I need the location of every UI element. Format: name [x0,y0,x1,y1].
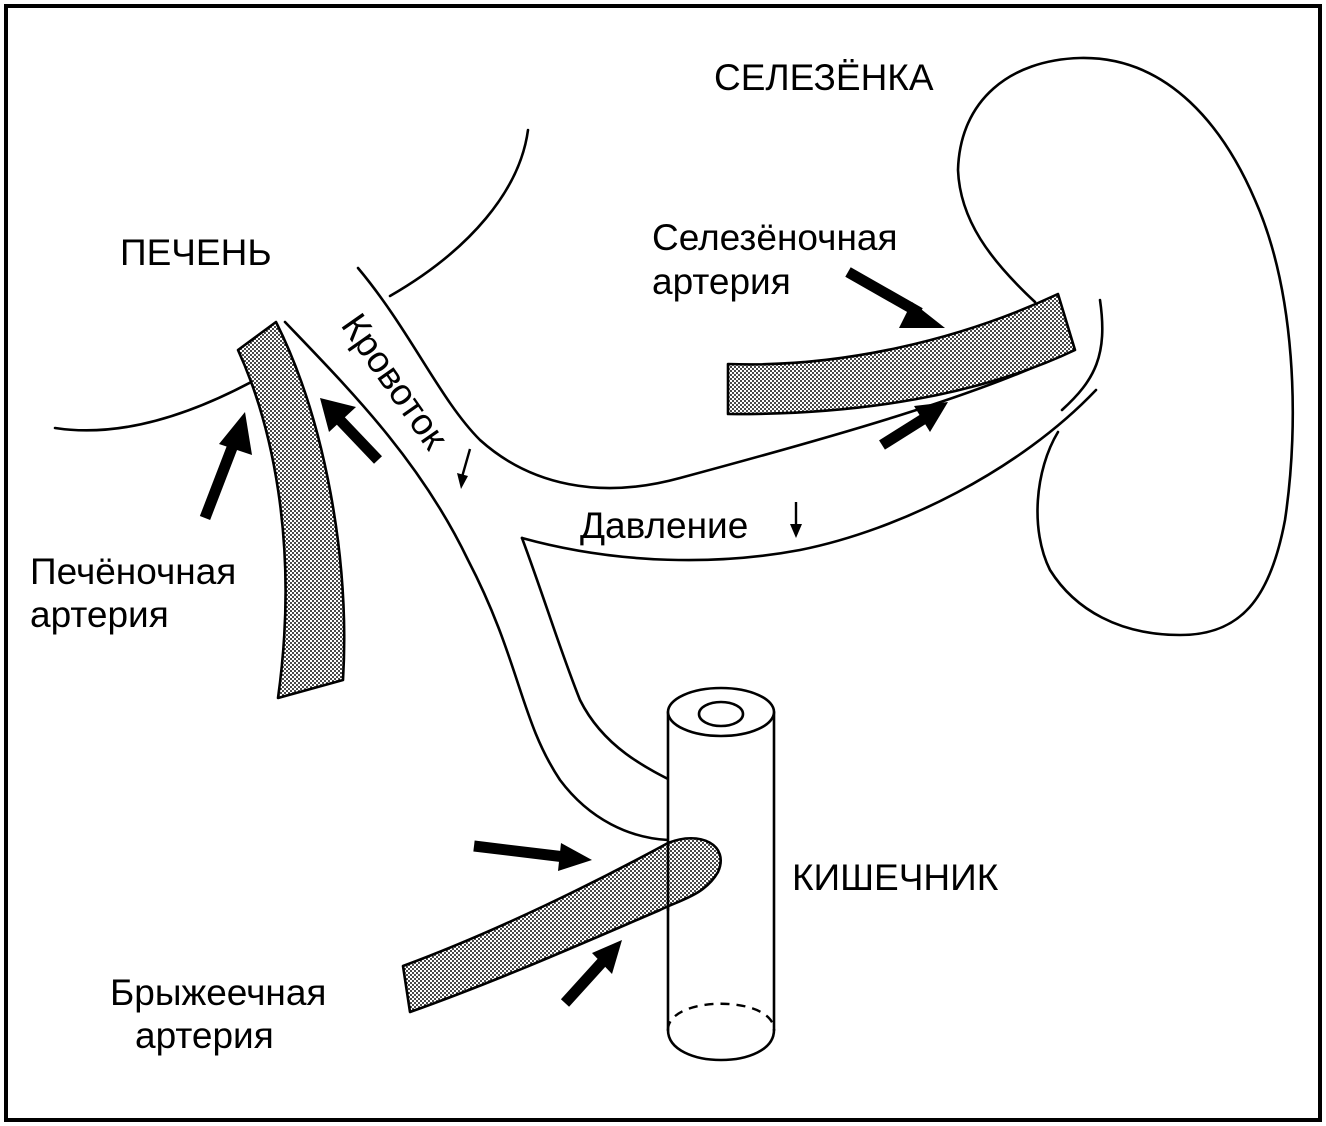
splenic-artery-flow-arrow [845,267,945,328]
hepatic-artery-label-line2: артерия [30,594,169,635]
splenic-artery [726,292,1077,416]
hepatic-artery-label-line1: Печёночная [30,551,236,592]
splenic-vein-flow-arrow [879,402,948,450]
mesenteric-artery-label-line1: Брыжеечная [110,972,326,1013]
mesenteric-artery-flow-arrow [473,840,592,871]
pressure-label: Давление [580,505,748,546]
blood-flow-down-arrow-icon [457,448,472,489]
intestine-label: КИШЕЧНИК [792,857,999,898]
liver-outline [53,128,530,432]
diagram-frame [4,4,1322,1122]
spleen-label: СЕЛЕЗЁНКА [714,57,934,98]
mesenteric-vein-flow-arrow [560,940,622,1007]
splenic-vein-upper-wall [356,266,1074,490]
liver-label: ПЕЧЕНЬ [120,232,272,273]
mesenteric-artery-label-line2: артерия [135,1015,274,1056]
pressure-down-arrow-icon [790,502,802,538]
mesenteric-artery [401,837,722,1014]
hepatic-artery [236,320,346,700]
spleen-outline [956,56,1295,637]
splenic-artery-label-line2: артерия [652,261,791,302]
splenic-artery-label-line1: Селезёночная [652,217,898,258]
portal-vein-flow-arrow [320,398,382,464]
hepatic-artery-flow-arrow [199,412,252,520]
portal-vein-left-wall [283,320,670,842]
splenic-vein-lower-wall [520,388,1098,562]
